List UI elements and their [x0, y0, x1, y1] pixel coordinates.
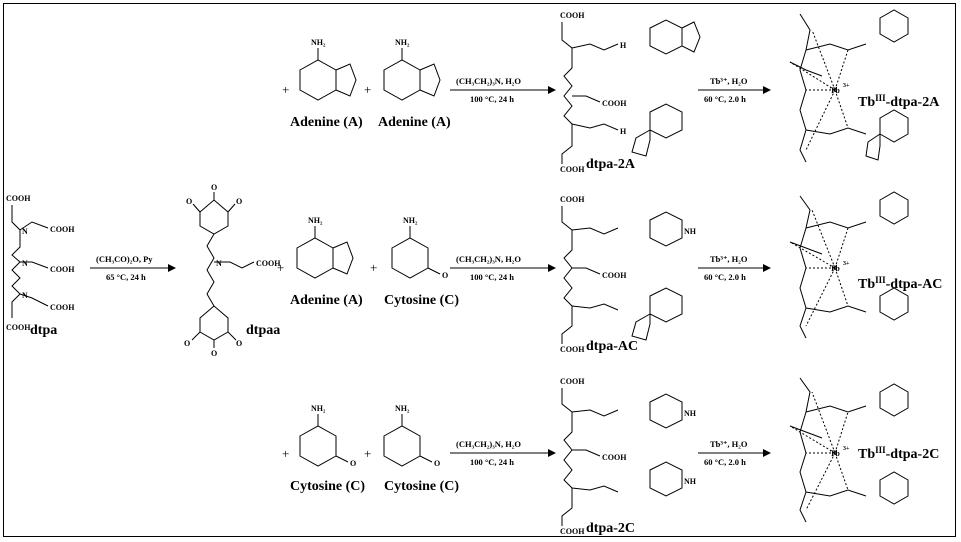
coupling-reagents-2: (CH₃CH₂)₃N, H₂O: [456, 254, 521, 264]
tb-atom-1: Tb: [830, 86, 840, 95]
label-reactant-1-1: Adenine (A): [290, 115, 363, 130]
cytosine-nh2-2: NH₂: [311, 404, 326, 413]
label-complex-2: TbIII-dtpa-AC: [858, 275, 942, 292]
dtpa-cooh-2: COOH: [50, 265, 75, 274]
plus-4: +: [370, 260, 377, 275]
cytosine-nh2-1: NH₂: [403, 216, 418, 225]
tb-charge-1: 3+: [843, 83, 850, 89]
coupling-conditions-3: 100 °C, 24 h: [470, 457, 514, 467]
tb-atom-2: Tb: [830, 264, 840, 273]
complex-2-sup: III: [875, 275, 886, 285]
dtpaa-o-4: O: [211, 349, 217, 358]
complex-1-suffix: -dtpa-2A: [886, 95, 941, 110]
p3-cooh-mid: COOH: [602, 453, 627, 462]
adenine-structure-3: [297, 226, 353, 278]
dtpa-n-3: N: [22, 291, 28, 300]
adenine-structure-2: [384, 48, 440, 100]
complexation-conditions-2: 60 °C, 2.0 h: [704, 272, 746, 282]
p2-cooh-top: COOH: [560, 195, 585, 204]
label-reactant-1-2: Adenine (A): [378, 115, 451, 130]
plus-3: +: [277, 260, 284, 275]
label-reactant-3-2: Cytosine (C): [384, 479, 459, 494]
label-dtpa: dtpa: [30, 323, 57, 338]
p3-cooh-bottom: COOH: [560, 527, 585, 536]
p1-cooh-bottom: COOH: [560, 165, 585, 174]
p2-cooh-mid: COOH: [602, 271, 627, 280]
dtpa-cooh-1: COOH: [50, 225, 75, 234]
label-product-1: dtpa-2A: [586, 157, 636, 172]
p3-nh-1: NH: [684, 409, 697, 418]
cytosine-structure-3: [384, 414, 432, 466]
label-complex-3: TbIII-dtpa-2C: [858, 445, 939, 462]
dtpaa-o-2: O: [186, 197, 192, 206]
plus-1: +: [282, 82, 289, 97]
step1-conditions: 65 °C, 24 h: [106, 272, 146, 282]
cytosine-structure-2: [300, 414, 348, 466]
dtpa-n-1: N: [22, 227, 28, 236]
dtpaa-o-1: O: [211, 183, 217, 192]
complex-2-suffix: -dtpa-AC: [886, 277, 943, 292]
label-dtpaa: dtpaa: [246, 323, 280, 338]
tb-charge-3: 3+: [843, 446, 850, 452]
complex-1-prefix: Tb: [858, 95, 875, 110]
label-product-2: dtpa-AC: [586, 339, 638, 354]
complex-1-sup: III: [875, 93, 886, 103]
adenine-structure-1: [300, 48, 356, 100]
complex-3-sup: III: [875, 445, 886, 455]
dtpaa-o-6: O: [236, 339, 242, 348]
p2-nh: NH: [684, 227, 697, 236]
cytosine-o-1: O: [442, 271, 448, 280]
p1-cooh-mid: COOH: [602, 99, 627, 108]
plus-6: +: [364, 446, 371, 461]
adenine-nh2-3: NH₂: [308, 216, 323, 225]
label-product-3: dtpa-2C: [586, 521, 635, 536]
coupling-reagents-1: (CH₃CH₂)₃N, H₂O: [456, 76, 521, 86]
cytosine-o-3: O: [434, 459, 440, 468]
dtpaa-o-5: O: [184, 339, 190, 348]
dtpa-n-2: N: [22, 259, 28, 268]
p3-nh-2: NH: [684, 477, 697, 486]
label-complex-1: TbIII-dtpa-2A: [858, 93, 940, 110]
dtpaa-n: N: [216, 259, 222, 268]
cytosine-structure-1: [392, 226, 440, 278]
cytosine-nh2-3: NH₂: [395, 404, 410, 413]
tb-atom-3: Tb: [830, 449, 840, 458]
step1-reagents: (CH₃CO)₂O, Py: [96, 254, 153, 264]
plus-5: +: [282, 446, 289, 461]
dtpaa-o-3: O: [236, 197, 242, 206]
label-reactant-2-2: Cytosine (C): [384, 293, 459, 308]
p1-nh-1: H: [620, 41, 627, 50]
complexation-conditions-3: 60 °C, 2.0 h: [704, 457, 746, 467]
dtpaa-structure: [192, 192, 254, 348]
complexation-reagents-1: Tb³⁺, H₂O: [710, 76, 748, 86]
complexation-reagents-2: Tb³⁺, H₂O: [710, 254, 748, 264]
label-reactant-2-1: Adenine (A): [290, 293, 363, 308]
dtpa-cooh-3: COOH: [50, 303, 75, 312]
dtpa-cooh-top: COOH: [6, 194, 31, 203]
label-reactant-3-1: Cytosine (C): [290, 479, 365, 494]
p1-cooh-top: COOH: [560, 11, 585, 20]
complex-2-prefix: Tb: [858, 277, 875, 292]
adenine-nh2-1: NH₂: [311, 38, 326, 47]
coupling-conditions-2: 100 °C, 24 h: [470, 272, 514, 282]
dtpa-2A-structure: [562, 20, 700, 164]
coupling-reagents-3: (CH₃CH₂)₃N, H₂O: [456, 439, 521, 449]
complexation-reagents-3: Tb³⁺, H₂O: [710, 439, 748, 449]
cytosine-o-2: O: [350, 459, 356, 468]
complexation-conditions-1: 60 °C, 2.0 h: [704, 94, 746, 104]
p1-nh-2: H: [620, 127, 627, 136]
coupling-conditions-1: 100 °C, 24 h: [470, 94, 514, 104]
adenine-nh2-2: NH₂: [395, 38, 410, 47]
plus-2: +: [364, 82, 371, 97]
p3-cooh-top: COOH: [560, 377, 585, 386]
dtpa-cooh-bottom: COOH: [6, 323, 31, 332]
p2-cooh-bottom: COOH: [560, 345, 585, 354]
tb-charge-2: 3+: [843, 261, 850, 267]
complex-3-prefix: Tb: [858, 447, 875, 462]
dtpa-structure: [12, 205, 48, 318]
complex-3-suffix: -dtpa-2C: [886, 447, 940, 462]
